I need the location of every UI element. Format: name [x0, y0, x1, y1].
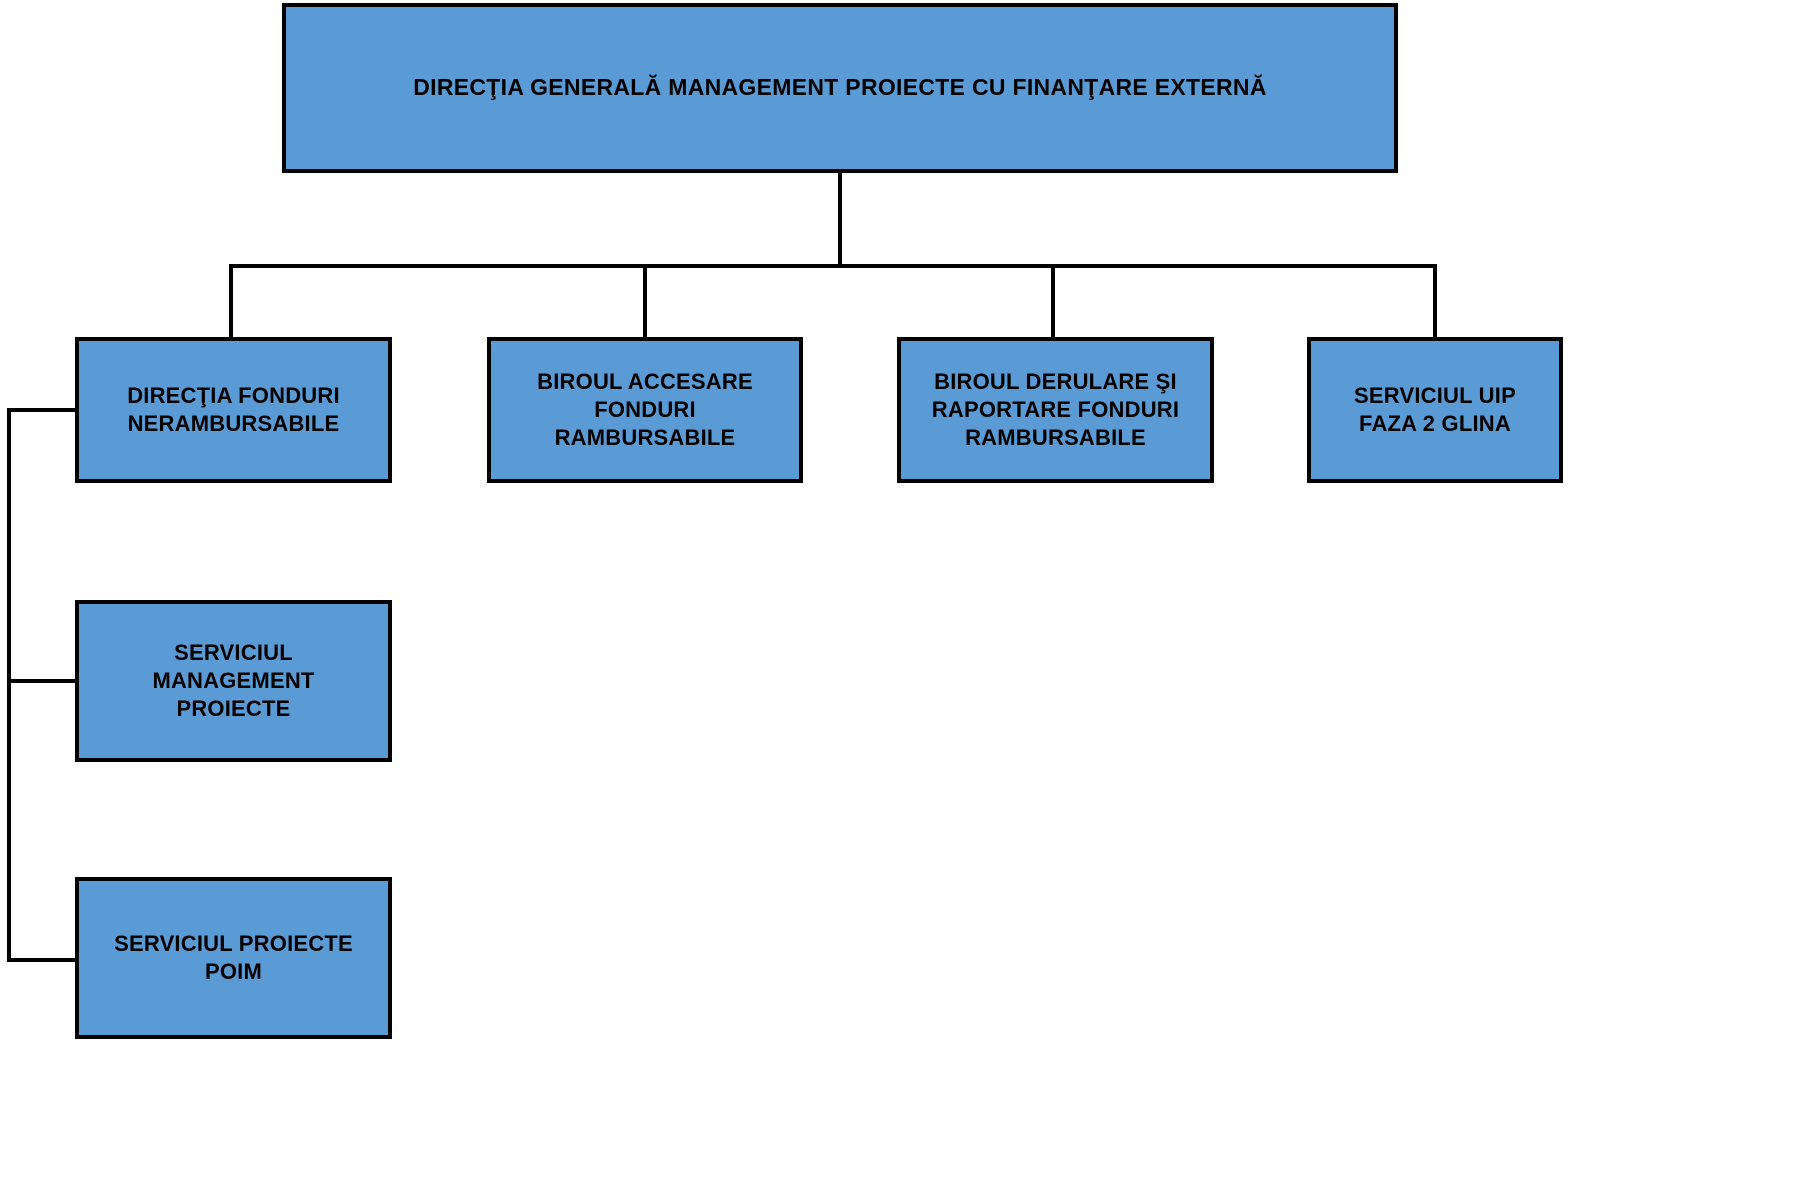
connector-elbow-vertical-spine [7, 408, 11, 962]
org-node-serviciul-proiecte-poim[interactable]: SERVICIUL PROIECTE POIM [75, 877, 392, 1039]
org-node-biroul-derulare-raportare-fonduri-rambursabile[interactable]: BIROUL DERULARE ŞI RAPORTARE FONDURI RAM… [897, 337, 1214, 483]
org-node-serviciul-management-proiecte[interactable]: SERVICIUL MANAGEMENT PROIECTE [75, 600, 392, 762]
connector-drop-3 [1051, 264, 1055, 339]
org-node-serviciul-uip-faza-2-glina[interactable]: SERVICIUL UIP FAZA 2 GLINA [1307, 337, 1563, 483]
connector-drop-1 [229, 264, 233, 339]
connector-elbow-arm-serviciul-management-proiecte [7, 679, 79, 683]
connector-drop-2 [643, 264, 647, 339]
org-node-root[interactable]: DIRECŢIA GENERALĂ MANAGEMENT PROIECTE CU… [282, 3, 1398, 173]
connector-drop-4 [1433, 264, 1437, 339]
org-node-directia-fonduri-nerambursabile[interactable]: DIRECŢIA FONDURI NERAMBURSABILE [75, 337, 392, 483]
connector-elbow-arm-serviciul-proiecte-poim [7, 958, 79, 962]
connector-elbow-top-arm [7, 408, 79, 412]
connector-root-stem [838, 173, 842, 267]
org-node-biroul-accesare-fonduri-rambursabile[interactable]: BIROUL ACCESARE FONDURI RAMBURSABILE [487, 337, 803, 483]
connector-horizontal-bus [229, 264, 1437, 268]
